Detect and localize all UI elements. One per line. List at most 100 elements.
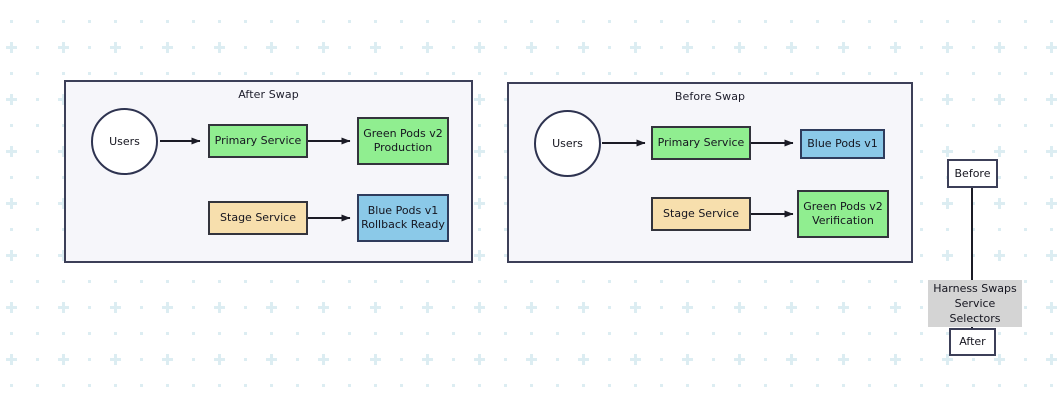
pattern-dot-icon [88, 72, 91, 75]
pattern-cross-icon [218, 354, 221, 365]
pattern-dot-icon [842, 280, 845, 283]
pattern-dot-icon [920, 202, 923, 205]
pattern-dot-icon [946, 20, 949, 23]
node-primary-service-before[interactable]: Primary Service [651, 126, 751, 160]
pattern-dot-icon [764, 358, 767, 361]
pattern-cross-icon [10, 198, 13, 209]
pattern-cross-icon [998, 94, 1001, 105]
pattern-dot-icon [218, 332, 221, 335]
pattern-dot-icon [426, 20, 429, 23]
pattern-dot-icon [764, 72, 767, 75]
pattern-dot-icon [374, 280, 377, 283]
pattern-dot-icon [348, 384, 351, 387]
pattern-dot-icon [166, 332, 169, 335]
pattern-cross-icon [530, 354, 533, 365]
pattern-dot-icon [660, 46, 663, 49]
pattern-dot-icon [348, 20, 351, 23]
pattern-dot-icon [738, 384, 741, 387]
pattern-cross-icon [946, 354, 949, 365]
node-primary-service-after[interactable]: Primary Service [208, 124, 308, 158]
pattern-cross-icon [62, 146, 65, 157]
pattern-dot-icon [920, 46, 923, 49]
pattern-cross-icon [530, 42, 533, 53]
pattern-dot-icon [556, 306, 559, 309]
pattern-dot-icon [400, 384, 403, 387]
node-stage-service-after[interactable]: Stage Service [208, 201, 308, 235]
pattern-cross-icon [426, 302, 429, 313]
pattern-dot-icon [1024, 72, 1027, 75]
pattern-dot-icon [894, 20, 897, 23]
pattern-dot-icon [166, 20, 169, 23]
pattern-cross-icon [62, 302, 65, 313]
pattern-cross-icon [270, 42, 273, 53]
pattern-cross-icon [62, 198, 65, 209]
pattern-cross-icon [114, 354, 117, 365]
pattern-dot-icon [816, 46, 819, 49]
node-label: Green Pods v2 Verification [803, 200, 883, 227]
node-green-pods-after[interactable]: Green Pods v2 Production [357, 117, 449, 165]
pattern-dot-icon [192, 280, 195, 283]
pattern-dot-icon [1024, 176, 1027, 179]
pattern-dot-icon [764, 280, 767, 283]
pattern-dot-icon [556, 72, 559, 75]
node-label: Stage Service [663, 207, 739, 220]
pattern-dot-icon [816, 306, 819, 309]
pattern-cross-icon [1050, 250, 1053, 261]
pattern-dot-icon [920, 150, 923, 153]
pattern-dot-icon [556, 46, 559, 49]
pattern-dot-icon [582, 332, 585, 335]
node-users-before[interactable]: Users [534, 110, 601, 177]
pattern-dot-icon [1050, 124, 1053, 127]
pattern-dot-icon [296, 332, 299, 335]
node-green-pods-before[interactable]: Green Pods v2 Verification [797, 190, 889, 238]
pattern-dot-icon [998, 124, 1001, 127]
pattern-dot-icon [296, 72, 299, 75]
node-before[interactable]: Before [947, 159, 998, 188]
pattern-dot-icon [166, 280, 169, 283]
pattern-dot-icon [764, 384, 767, 387]
pattern-dot-icon [218, 384, 221, 387]
pattern-dot-icon [868, 384, 871, 387]
pattern-dot-icon [140, 20, 143, 23]
node-after[interactable]: After [949, 328, 996, 356]
pattern-cross-icon [790, 42, 793, 53]
node-stage-service-before[interactable]: Stage Service [651, 197, 751, 231]
pattern-dot-icon [426, 332, 429, 335]
pattern-dot-icon [10, 20, 13, 23]
pattern-cross-icon [998, 198, 1001, 209]
pattern-dot-icon [712, 384, 715, 387]
pattern-dot-icon [88, 384, 91, 387]
pattern-dot-icon [504, 332, 507, 335]
pattern-dot-icon [62, 384, 65, 387]
pattern-dot-icon [608, 358, 611, 361]
pattern-dot-icon [36, 46, 39, 49]
pattern-dot-icon [556, 20, 559, 23]
pattern-dot-icon [920, 306, 923, 309]
pattern-dot-icon [140, 280, 143, 283]
pattern-dot-icon [1024, 228, 1027, 231]
pattern-dot-icon [608, 384, 611, 387]
node-label: Blue Pods v1 Rollback Ready [361, 204, 445, 231]
pattern-dot-icon [556, 384, 559, 387]
pattern-dot-icon [62, 72, 65, 75]
pattern-cross-icon [530, 302, 533, 313]
node-blue-pods-after[interactable]: Blue Pods v1 Rollback Ready [357, 194, 449, 242]
pattern-dot-icon [114, 384, 117, 387]
pattern-dot-icon [478, 384, 481, 387]
pattern-dot-icon [686, 384, 689, 387]
pattern-dot-icon [244, 306, 247, 309]
node-users-after[interactable]: Users [91, 108, 158, 175]
pattern-cross-icon [946, 146, 949, 157]
pattern-dot-icon [504, 20, 507, 23]
node-blue-pods-before[interactable]: Blue Pods v1 [800, 129, 885, 159]
pattern-dot-icon [582, 280, 585, 283]
pattern-dot-icon [530, 20, 533, 23]
pattern-dot-icon [634, 384, 637, 387]
pattern-dot-icon [36, 176, 39, 179]
pattern-dot-icon [88, 280, 91, 283]
pattern-dot-icon [1050, 332, 1053, 335]
pattern-cross-icon [218, 42, 221, 53]
pattern-dot-icon [920, 20, 923, 23]
pattern-dot-icon [816, 384, 819, 387]
pattern-dot-icon [712, 46, 715, 49]
